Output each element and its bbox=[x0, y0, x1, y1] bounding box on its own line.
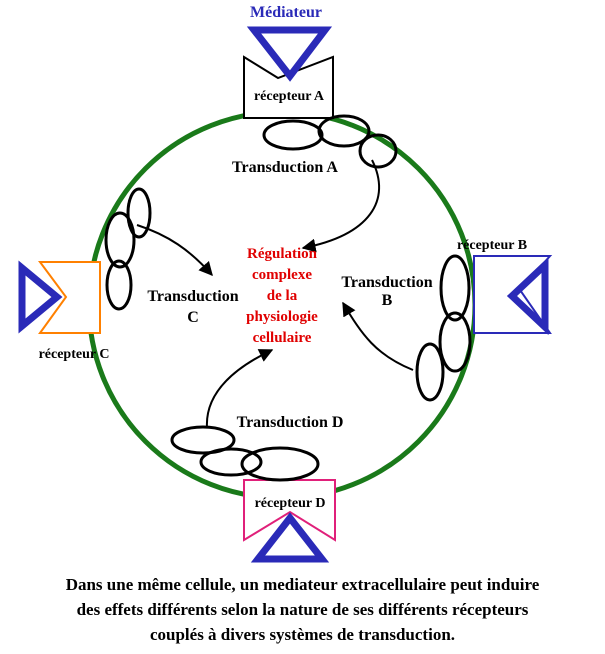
arrow-transduction-a bbox=[301, 159, 381, 253]
ligand-triangle-bottom bbox=[250, 512, 330, 563]
ligand-triangle-left bbox=[18, 260, 63, 334]
arrow-transduction-b bbox=[342, 301, 414, 371]
figure-caption: Dans une même cellule, un mediateur extr… bbox=[0, 572, 605, 647]
receptor-c-label: récepteur C bbox=[39, 347, 110, 362]
receptor-d-label: récepteur D bbox=[255, 496, 326, 511]
center-label: Régulation complexe de la physiologie ce… bbox=[246, 246, 318, 346]
center-label-line5: cellulaire bbox=[253, 330, 312, 346]
receptor-a bbox=[243, 55, 334, 119]
ligand-triangle-top bbox=[246, 26, 333, 82]
transduction-b-label-line1: Transduction bbox=[341, 274, 432, 291]
mediator-title: Médiateur bbox=[250, 4, 322, 21]
caption-line-2: des effets différents selon la nature de… bbox=[76, 600, 529, 619]
center-label-line3: de la bbox=[267, 288, 298, 304]
transduction-d-label: Transduction D bbox=[237, 414, 344, 431]
receptor-b-label: récepteur B bbox=[457, 238, 527, 253]
receptor-a-label: récepteur A bbox=[254, 89, 325, 104]
transduction-b-label-line2: B bbox=[382, 292, 393, 309]
caption-line-1: Dans une même cellule, un mediateur extr… bbox=[65, 575, 540, 594]
transduction-c-label-line1: Transduction bbox=[147, 288, 238, 305]
arrow-transduction-c bbox=[136, 224, 213, 277]
arrow-transduction-d bbox=[205, 349, 274, 429]
transduction-a-proteins bbox=[262, 114, 398, 169]
transduction-b-proteins bbox=[415, 254, 472, 402]
receptor-c bbox=[38, 261, 101, 334]
transduction-a-label: Transduction A bbox=[232, 159, 338, 176]
receptor-d bbox=[243, 479, 336, 542]
ligand-triangle-right bbox=[506, 256, 549, 336]
transduction-c-proteins bbox=[104, 187, 152, 311]
caption-line-3: couplés à divers systèmes de transductio… bbox=[149, 625, 456, 644]
transduction-d-proteins bbox=[170, 425, 320, 482]
center-label-line2: complexe bbox=[252, 267, 312, 283]
transduction-c-label-line2: C bbox=[187, 309, 199, 326]
center-label-line1: Régulation bbox=[247, 246, 318, 262]
center-label-line4: physiologie bbox=[246, 309, 318, 325]
